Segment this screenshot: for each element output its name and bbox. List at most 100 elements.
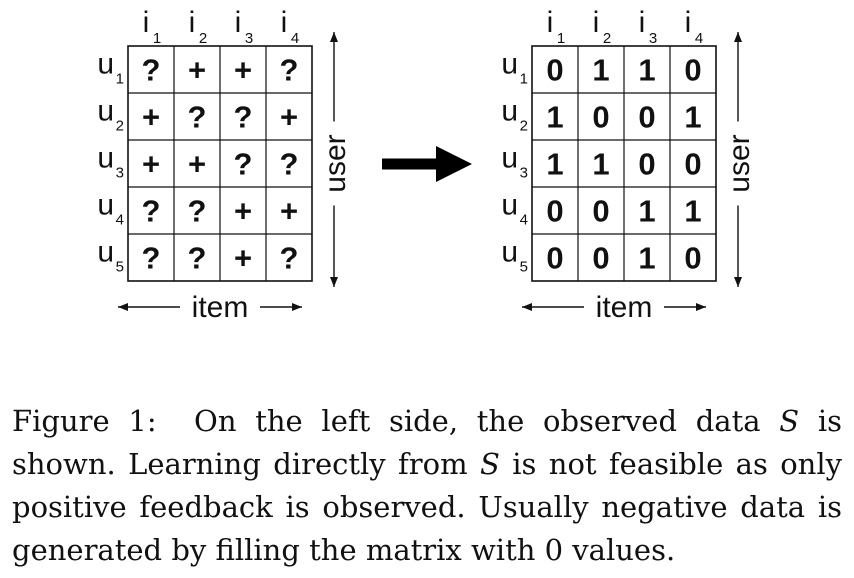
matrix-cell: 1: [592, 147, 609, 182]
user-axis-arrowhead-top: [734, 32, 742, 42]
matrix-cell: +: [280, 100, 298, 135]
matrix-cell: +: [188, 53, 206, 88]
column-label: i: [235, 6, 242, 39]
column-label: i: [639, 6, 646, 39]
matrix-cell: +: [234, 241, 252, 276]
matrix-cell: 1: [546, 100, 563, 135]
column-label: i: [189, 6, 196, 39]
row-label: u: [501, 95, 518, 128]
matrix-cell: 0: [638, 147, 655, 182]
caption-line-2: shown. Learning directly from S is not f…: [12, 447, 842, 481]
column-label-subscript: 3: [649, 30, 657, 47]
matrix-cell: ?: [142, 241, 161, 276]
user-axis-arrowhead-top: [330, 32, 338, 42]
caption-variable: S: [479, 447, 500, 481]
row-label-subscript: 1: [116, 71, 124, 88]
item-axis-arrowhead-left: [522, 303, 532, 311]
row-label-subscript: 4: [116, 212, 124, 229]
row-label-subscript: 4: [520, 212, 528, 229]
matrix-cell: +: [234, 53, 252, 88]
matrix-cell: ?: [188, 241, 207, 276]
column-label-subscript: 2: [603, 30, 611, 47]
item-axis-arrowhead-right: [292, 303, 302, 311]
column-label: i: [281, 6, 288, 39]
matrix-cell: ?: [188, 100, 207, 135]
matrix-cell: 0: [546, 53, 563, 88]
item-axis-label: item: [596, 291, 653, 324]
matrix-cell: +: [234, 194, 252, 229]
caption-line-4: generated by filling the matrix with 0 v…: [12, 533, 676, 567]
matrix-cell: 1: [546, 147, 563, 182]
figure-caption: Figure 1: On the left side, the observed…: [12, 400, 842, 572]
row-label: u: [97, 236, 114, 269]
column-label-subscript: 4: [291, 30, 299, 47]
matrix-cell: 1: [638, 241, 655, 276]
column-label-subscript: 1: [557, 30, 565, 47]
item-axis-arrowhead-right: [696, 303, 706, 311]
column-label-subscript: 4: [695, 30, 703, 47]
matrix-cell: 1: [684, 194, 701, 229]
matrix-cell: +: [280, 194, 298, 229]
matrix-cell: ?: [280, 53, 299, 88]
row-label: u: [501, 236, 518, 269]
matrix-cell: 0: [684, 53, 701, 88]
column-label-subscript: 2: [199, 30, 207, 47]
matrix-cell: 1: [638, 53, 655, 88]
caption-label: Figure 1:: [12, 404, 157, 438]
caption-line-1: Figure 1: On the left side, the observed…: [12, 404, 843, 438]
matrix-cell: +: [142, 100, 160, 135]
transform-arrow: [382, 146, 472, 182]
row-label: u: [97, 95, 114, 128]
matrix-cell: ?: [280, 241, 299, 276]
matrix-cell: ?: [188, 194, 207, 229]
row-label: u: [501, 189, 518, 222]
matrix-cell: ?: [280, 147, 299, 182]
matrix-cell: 0: [684, 241, 701, 276]
matrix-cell: ?: [142, 53, 161, 88]
column-label: i: [547, 6, 554, 39]
matrix-cell: 0: [546, 241, 563, 276]
matrix-cell: 1: [638, 194, 655, 229]
matrix-cell: 1: [592, 53, 609, 88]
row-label-subscript: 5: [520, 259, 528, 276]
column-label-subscript: 1: [153, 30, 161, 47]
row-label: u: [97, 189, 114, 222]
row-label: u: [97, 48, 114, 81]
caption-line-3: positive feedback is observed. Usually n…: [12, 490, 842, 524]
user-axis-label: user: [319, 134, 352, 192]
column-label: i: [143, 6, 150, 39]
matrix-cell: 0: [684, 147, 701, 182]
matrix-cell: 0: [592, 100, 609, 135]
column-label-subscript: 3: [245, 30, 253, 47]
matrix-cell: 1: [684, 100, 701, 135]
row-label-subscript: 3: [520, 165, 528, 182]
arrow-head: [436, 146, 472, 182]
matrix-cell: ?: [142, 194, 161, 229]
column-label: i: [685, 6, 692, 39]
row-label: u: [97, 142, 114, 175]
matrix-cell: 0: [592, 194, 609, 229]
matrix-cell: ?: [234, 100, 253, 135]
caption-variable: S: [779, 404, 800, 438]
column-label: i: [593, 6, 600, 39]
row-label: u: [501, 48, 518, 81]
matrix-cell: 0: [546, 194, 563, 229]
item-axis-arrowhead-left: [118, 303, 128, 311]
user-axis-label: user: [723, 134, 756, 192]
matrix-cell: 0: [638, 100, 655, 135]
matrix-cell: +: [142, 147, 160, 182]
matrix-cell: 0: [592, 241, 609, 276]
row-label-subscript: 1: [520, 71, 528, 88]
row-label: u: [501, 142, 518, 175]
item-axis-label: item: [192, 291, 249, 324]
row-label-subscript: 3: [116, 165, 124, 182]
row-label-subscript: 2: [520, 118, 528, 135]
user-axis-arrowhead-bottom: [330, 277, 338, 287]
row-label-subscript: 2: [116, 118, 124, 135]
user-axis-arrowhead-bottom: [734, 277, 742, 287]
row-label-subscript: 5: [116, 259, 124, 276]
matrix-cell: +: [188, 147, 206, 182]
